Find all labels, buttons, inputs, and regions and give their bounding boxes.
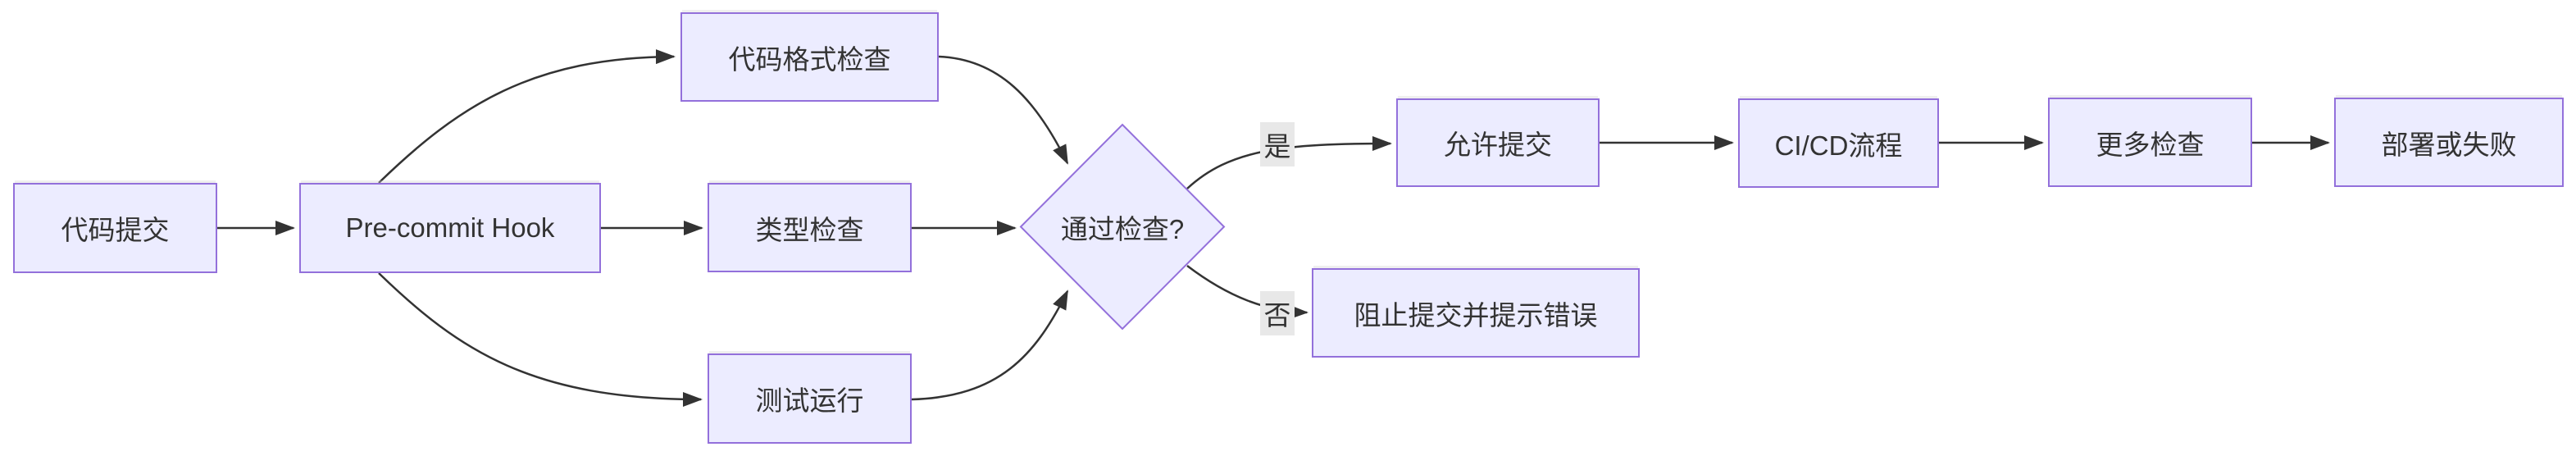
node-deploy-or-fail: 部署或失败 — [2334, 98, 2564, 187]
node-commit: 代码提交 — [13, 183, 217, 273]
node-block-commit: 阻止提交并提示错误 — [1312, 268, 1640, 358]
node-precommit: Pre-commit Hook — [299, 183, 601, 273]
edge-label-no: 否 — [1260, 291, 1295, 335]
edge-label-yes: 是 — [1260, 122, 1295, 166]
edge-format-decision — [938, 55, 1069, 165]
node-cicd: CI/CD流程 — [1738, 98, 1939, 188]
node-test-run: 测试运行 — [708, 353, 912, 444]
node-allow-commit: 允许提交 — [1396, 98, 1600, 187]
node-type-check: 类型检查 — [708, 183, 912, 272]
edge-test-decision — [911, 290, 1069, 401]
edge-precommit-format — [378, 49, 676, 184]
node-decision-label: 通过检查? — [1060, 213, 1185, 244]
node-more-checks: 更多检查 — [2048, 98, 2252, 187]
node-decision-shape — [1019, 123, 1226, 331]
node-format-check: 代码格式检查 — [680, 12, 939, 102]
edge-precommit-test — [378, 272, 703, 407]
